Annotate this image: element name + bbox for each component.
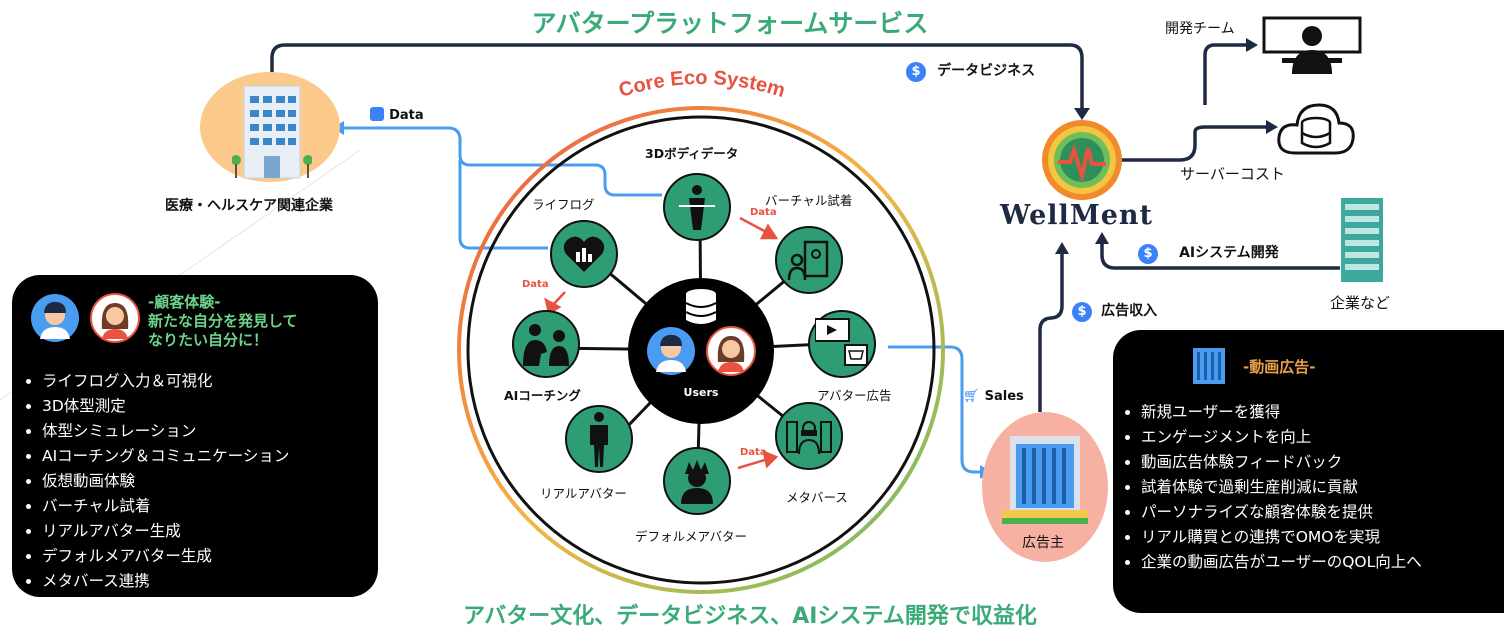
list-item: メタバース連携 [42, 569, 289, 594]
ai-coaching-node[interactable] [512, 310, 580, 378]
heart-chart-icon [563, 236, 605, 272]
list-item: 3D体型測定 [42, 394, 289, 419]
users-label: Users [683, 386, 719, 399]
avatar-ad-label: アバター広告 [817, 388, 892, 403]
brand-name: WellMent [1000, 200, 1153, 231]
virtual-fitting-label: バーチャル試着 [765, 193, 853, 208]
dollar-icon: $ [1138, 244, 1158, 264]
data-business-tag: $ データビジネス [906, 60, 1035, 82]
virtual-fitting-node[interactable] [775, 226, 843, 294]
customer-header-line2: 新たな自分を発見して [148, 312, 298, 330]
list-item: 試着体験で過剰生産削減に貢献 [1141, 475, 1422, 500]
default-avatar-label: デフォルメアバター [635, 529, 748, 544]
data-tag-3: Data [740, 447, 767, 458]
data-flow-tag: Data [370, 104, 424, 123]
sales-label: Sales [984, 389, 1024, 404]
ai-coaching-label: AIコーチング [504, 388, 581, 403]
male-customer-avatar-icon [31, 294, 79, 342]
core-eco-label: Core Eco System [616, 67, 787, 102]
body-data-node[interactable] [663, 173, 731, 241]
wellment-logo-icon [1042, 120, 1122, 200]
ad-revenue-label: 広告収入 [1101, 303, 1158, 319]
user-male-avatar-icon [647, 327, 695, 375]
dev-team-icon [1262, 16, 1362, 74]
cartoon-avatar-icon [681, 460, 713, 504]
list-item: パーソナライズな顧客体験を提供 [1141, 500, 1422, 525]
medical-company-label: 医療・ヘルスケア関連企業 [165, 198, 333, 214]
ad-building-icon [1193, 348, 1225, 384]
advertiser-building-icon [1002, 436, 1088, 524]
list-item: リアルアバター生成 [42, 519, 289, 544]
fitting-mirror-icon [787, 240, 829, 281]
list-item: 仮想動画体験 [42, 469, 289, 494]
metaverse-label: メタバース [786, 490, 848, 505]
metaverse-node[interactable] [775, 402, 843, 470]
cloud-server-icon [1277, 103, 1355, 155]
database-icon [685, 289, 717, 324]
customer-header-line3: なりたい自分に！ [148, 331, 269, 349]
real-avatar-node[interactable] [565, 405, 633, 473]
svg-text:Core Eco System: Core Eco System [616, 67, 787, 102]
video-ad-panel: -動画広告- 新規ユーザーを獲得 エンゲージメントを向上 動画広告体験フィードバ… [1113, 330, 1504, 613]
data-tag-1: Data [750, 207, 777, 218]
ad-revenue-tag: $ 広告収入 [1072, 300, 1157, 322]
list-item: デフォルメアバター生成 [42, 544, 289, 569]
data-business-label: データビジネス [937, 63, 1036, 79]
ad-panel-header: -動画広告- [1243, 358, 1316, 376]
dollar-icon: $ [1072, 302, 1092, 322]
ai-system-label: AIシステム開発 [1179, 245, 1279, 261]
video-ad-list: 新規ユーザーを獲得 エンゲージメントを向上 動画広告体験フィードバック 試着体験… [1111, 400, 1422, 575]
list-item: リアル購買との連携でOMOを実現 [1141, 525, 1422, 550]
companies-label: 企業など [1330, 294, 1391, 312]
coaching-people-icon [523, 324, 569, 366]
customer-experience-panel: -顧客体験- 新たな自分を発見して なりたい自分に！ ライフログ入力＆可視化 3… [12, 275, 378, 597]
real-avatar-label: リアルアバター [540, 486, 627, 501]
service-title: アバタープラットフォームサービス [531, 9, 929, 38]
default-avatar-node[interactable] [663, 447, 731, 515]
list-item: 企業の動画広告がユーザーのQOL向上へ [1141, 550, 1422, 575]
list-item: 体型シミュレーション [42, 419, 289, 444]
dev-team-label: 開発チーム [1165, 21, 1235, 37]
customer-header: -顧客体験- 新たな自分を発見して なりたい自分に！ [148, 293, 298, 350]
vr-metaverse-icon [786, 421, 832, 455]
medical-building-icon [232, 85, 312, 179]
list-item: AIコーチング＆コミュニケーション [42, 444, 289, 469]
ai-system-tag: $ AIシステム開発 [1138, 242, 1279, 264]
real-person-icon [590, 412, 608, 467]
advertiser-label: 広告主 [1022, 535, 1064, 551]
cart-icon: 🛒︎ [963, 389, 980, 404]
body-data-label: 3Dボディデータ [645, 146, 739, 161]
dollar-icon: $ [906, 62, 926, 82]
list-item: エンゲージメントを向上 [1141, 425, 1422, 450]
lifelog-node[interactable] [550, 220, 618, 288]
companies-building-icon [1341, 198, 1383, 282]
database-icon [370, 107, 384, 121]
list-item: バーチャル試着 [42, 494, 289, 519]
avatar-ad-node[interactable] [808, 310, 876, 378]
user-female-avatar-icon [706, 326, 756, 376]
female-customer-avatar-icon [90, 293, 140, 343]
customer-header-line1: -顧客体験- [148, 293, 221, 311]
list-item: 新規ユーザーを獲得 [1141, 400, 1422, 425]
list-item: ライフログ入力＆可視化 [42, 369, 289, 394]
list-item: 動画広告体験フィードバック [1141, 450, 1422, 475]
body-scan-icon [679, 185, 715, 230]
data-tag-2: Data [522, 279, 549, 290]
data-flow-label: Data [389, 108, 424, 123]
core-eco-label-text: Core Eco System [616, 67, 787, 102]
sales-tag: 🛒︎ Sales [963, 385, 1024, 404]
video-ad-icon [815, 318, 868, 366]
lifelog-label: ライフログ [532, 197, 595, 212]
customer-experience-list: ライフログ入力＆可視化 3D体型測定 体型シミュレーション AIコーチング＆コミ… [12, 369, 289, 594]
server-cost-label: サーバーコスト [1180, 165, 1285, 183]
